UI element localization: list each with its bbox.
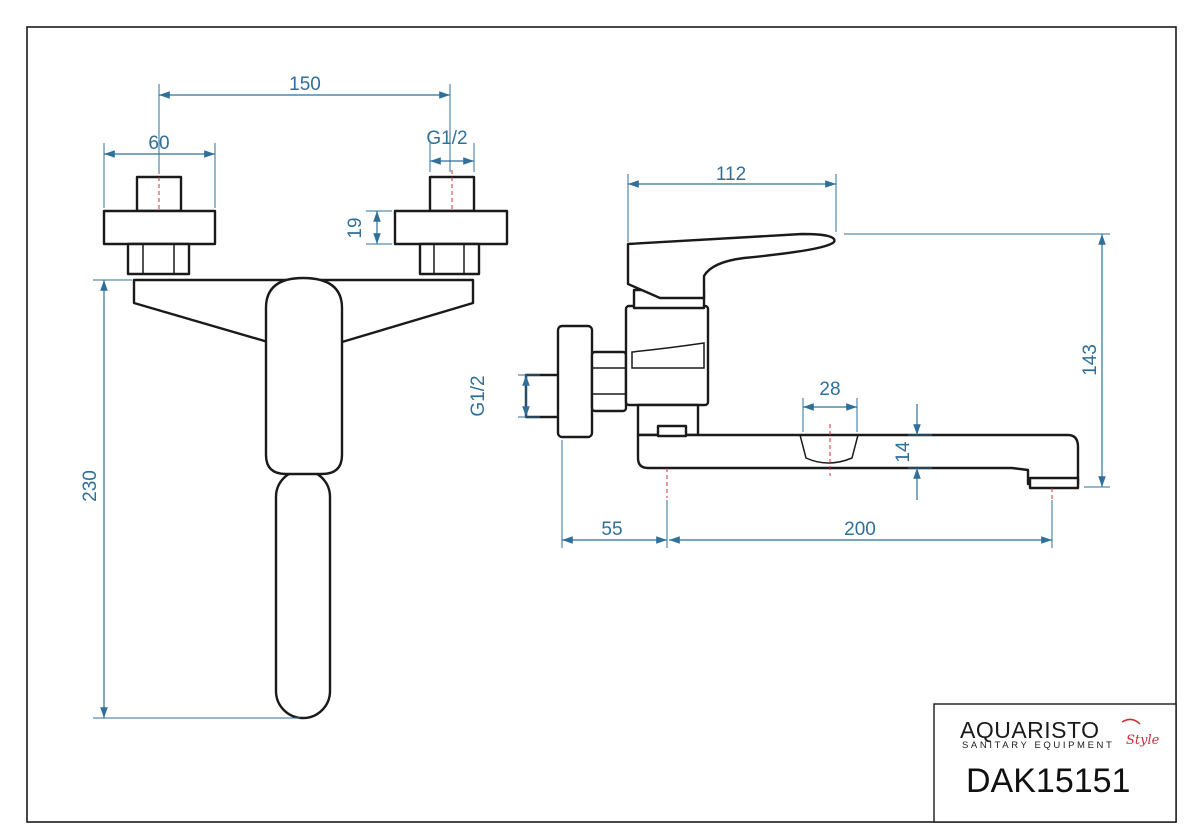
dim-60: 60 [148,133,169,154]
brand-logo-text: AQUARISTO [960,717,1100,743]
side-hex-nut [590,350,628,413]
side-cartridge-body [624,304,710,407]
dim-19: 19 [345,217,366,238]
dim-143: 143 [1080,344,1101,376]
dim-200: 200 [844,519,876,540]
product-code: DAK15151 [966,762,1130,800]
dim-g12-side: G1/2 [468,375,489,416]
lever-handle [264,276,344,476]
front-view [102,170,509,720]
side-view [524,232,1080,512]
dim-28: 28 [819,379,840,400]
brand-script: Style [1126,733,1160,748]
side-flange [556,324,594,439]
title-block: AQUARISTO SANITARY EQUIPMENT Style DAK15… [933,703,1177,823]
side-lever [626,232,836,300]
dim-55: 55 [601,519,622,540]
brand-tagline: SANITARY EQUIPMENT [962,740,1114,751]
dim-150: 150 [289,74,321,95]
left-hex-nut [126,242,191,276]
dim-230: 230 [80,470,101,502]
drawing-frame [26,26,1177,823]
dim-112: 112 [716,164,746,185]
title-block-frame [933,703,1177,823]
left-flange [102,209,217,246]
front-dimensions: 150 60 G1/2 19 230 [80,74,475,719]
side-inlet-thread [524,373,564,419]
spout-tip [1028,476,1080,490]
right-hex-nut [418,242,481,276]
dim-14: 14 [893,441,914,463]
side-dimensions: 112 143 G1/2 28 14 55 200 [468,164,1110,548]
dim-g12-top: G1/2 [426,128,467,149]
brand-swoosh-icon [1121,718,1141,725]
side-spout [636,433,1080,486]
aerator-cut [799,434,859,464]
front-spout [274,468,332,720]
right-flange [393,209,509,246]
